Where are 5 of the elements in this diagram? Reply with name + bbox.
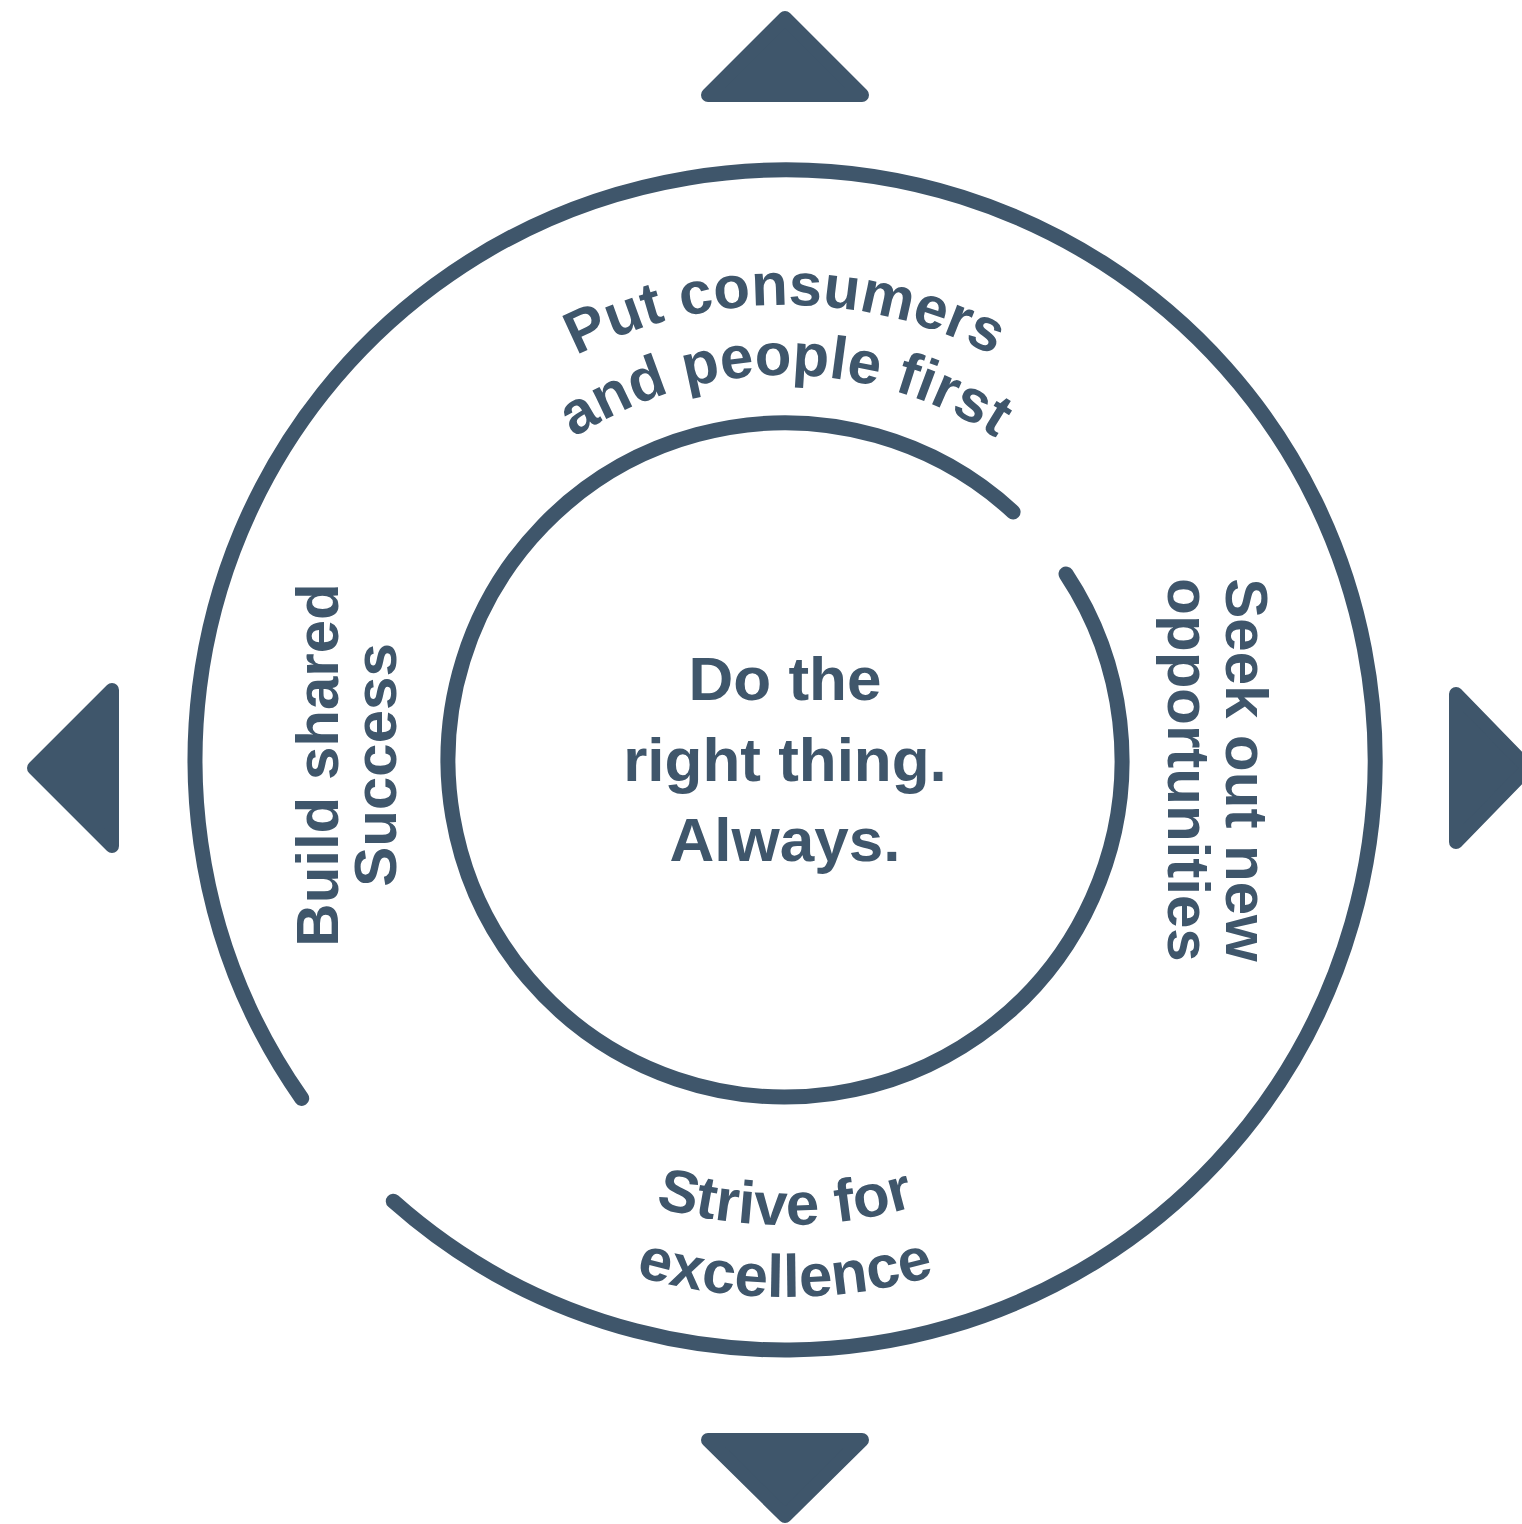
value-label: Strive for excellence	[631, 1154, 939, 1311]
value-label: Seek out new opportunities	[1155, 578, 1280, 962]
center-text: Do the right thing. Always.	[622, 643, 948, 877]
value-label: Put consumers and people first	[546, 250, 1025, 450]
value-label: Build shared Success	[284, 583, 409, 947]
